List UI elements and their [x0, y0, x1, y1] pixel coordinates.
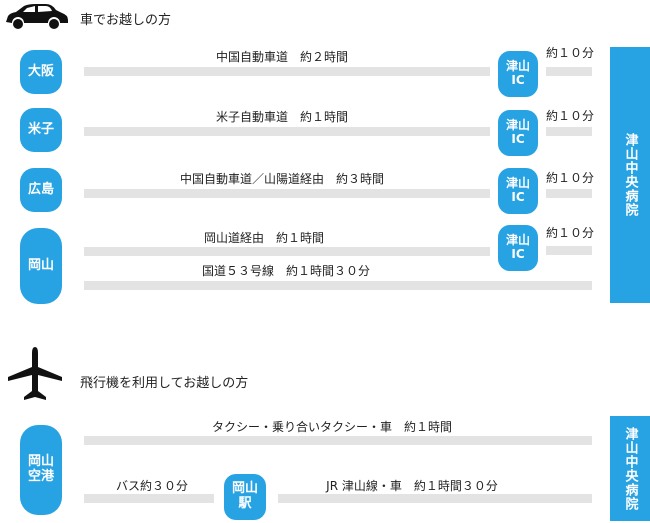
airport-label-line2: 空港 [27, 469, 54, 484]
ic-label: IC [511, 190, 525, 204]
hospital-tsuyama-chuo-car: 津山中央病院 [610, 47, 650, 303]
station-label-line1: 岡山 [231, 481, 258, 497]
route-hiroshima-label: 中国自動車道／山陽道経由 約３時間 [179, 172, 385, 186]
car-icon [6, 4, 68, 29]
ic-bar-3 [546, 189, 592, 198]
route-bus-label: バス約３０分 [115, 479, 189, 493]
route-osaka-bar [84, 67, 490, 76]
route-okayama-alt-bar [84, 281, 592, 290]
route-okayama-alt-label: 国道５３号線 約１時間３０分 [201, 264, 371, 278]
route-osaka-label: 中国自動車道 約２時間 [215, 50, 349, 64]
ic-label: 津山 [505, 59, 530, 74]
route-train-bar [278, 494, 592, 503]
origin-hiroshima: 広島 [20, 168, 62, 212]
origin-osaka: 大阪 [20, 50, 62, 94]
ic-label: IC [511, 132, 525, 146]
ic-time-4: 約１０分 [546, 226, 595, 240]
car-section-heading: 車でお越しの方 [80, 13, 172, 28]
station-label-line2: 駅 [238, 496, 252, 511]
ic-label: IC [511, 247, 525, 261]
route-train-label: JR 津山線・車 約１時間３０分 [326, 479, 498, 493]
tsuyama-ic-2: 津山 IC [498, 110, 538, 156]
route-taxi-bar [84, 436, 592, 445]
ic-label: IC [511, 73, 525, 87]
route-hiroshima-bar [84, 189, 490, 198]
ic-label: 津山 [505, 233, 530, 248]
origin-yonago: 米子 [20, 108, 62, 152]
ic-label: 津山 [505, 118, 530, 133]
ic-time-3: 約１０分 [546, 171, 595, 185]
ic-time-2: 約１０分 [546, 109, 595, 123]
route-okayama-label: 岡山道経由 約１時間 [203, 231, 325, 245]
okayama-station: 岡山 駅 [224, 474, 266, 520]
tsuyama-ic-4: 津山 IC [498, 225, 538, 271]
ic-time-1: 約１０分 [546, 46, 595, 60]
airplane-icon [8, 347, 62, 400]
tsuyama-ic-3: 津山 IC [498, 168, 538, 214]
route-yonago-bar [84, 127, 490, 136]
route-taxi-label: タクシー・乗り合いタクシー・車 約１時間 [211, 420, 453, 434]
origin-okayama: 岡山 [20, 228, 62, 304]
ic-bar-1 [546, 67, 592, 76]
route-bus-bar [84, 494, 214, 503]
ic-bar-4 [546, 246, 592, 255]
airport-label-line1: 岡山 [27, 454, 54, 470]
tsuyama-ic-1: 津山 IC [498, 51, 538, 97]
hospital-tsuyama-chuo-plane: 津山中央病院 [610, 416, 650, 521]
plane-section-heading: 飛行機を利用してお越しの方 [80, 376, 249, 391]
route-okayama-bar [84, 247, 490, 256]
origin-okayama-airport: 岡山 空港 [20, 425, 62, 515]
ic-bar-2 [546, 127, 592, 136]
route-yonago-label: 米子自動車道 約１時間 [215, 110, 349, 124]
ic-label: 津山 [505, 176, 530, 191]
